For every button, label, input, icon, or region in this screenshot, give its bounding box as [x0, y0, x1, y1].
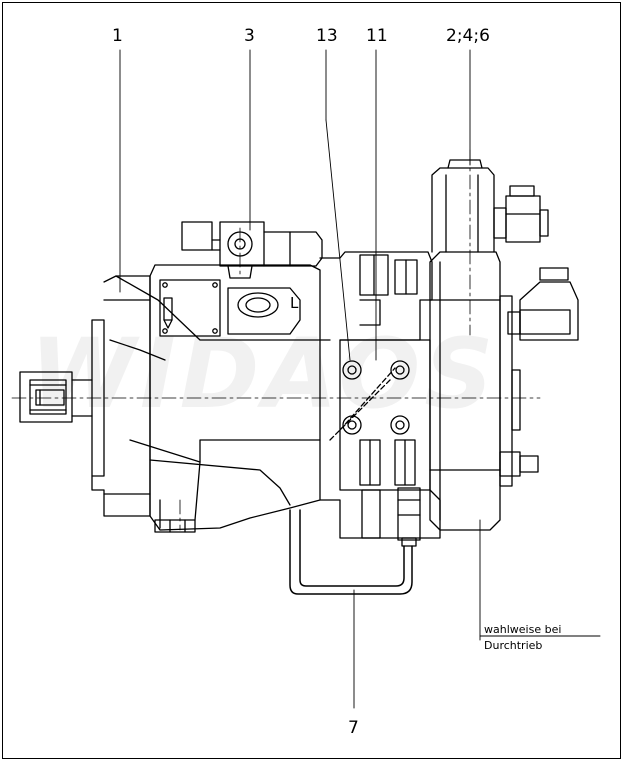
port-label: L: [290, 294, 299, 312]
solenoid-tower: [431, 159, 507, 253]
callout-2-4-6: 2;4;6: [446, 26, 490, 46]
nameplate: [159, 279, 221, 337]
leader-lines: [119, 49, 601, 709]
pipe: [289, 509, 413, 595]
watermark: WIDAOS: [30, 318, 498, 430]
rear-housing: [429, 251, 521, 531]
top-fitting: [181, 221, 323, 279]
callout-3: 3: [244, 26, 255, 46]
callout-11: 11: [366, 26, 388, 46]
centre-lines: [11, 149, 541, 531]
port-l: [227, 287, 301, 335]
callout-1: 1: [112, 26, 123, 46]
note-line-1: wahlweise bei: [484, 623, 562, 636]
mounting-flange: [91, 275, 151, 517]
drive-shaft: [19, 371, 93, 423]
callout-13: 13: [316, 26, 338, 46]
callout-7: 7: [348, 718, 359, 738]
side-connector: [507, 267, 579, 341]
lower-bolt: [499, 451, 539, 477]
main-housing: [109, 264, 331, 533]
control-plate: [329, 360, 416, 486]
note-line-2: Durchtrieb: [484, 639, 543, 652]
top-connector: [505, 185, 549, 243]
lower-body: [319, 487, 441, 547]
